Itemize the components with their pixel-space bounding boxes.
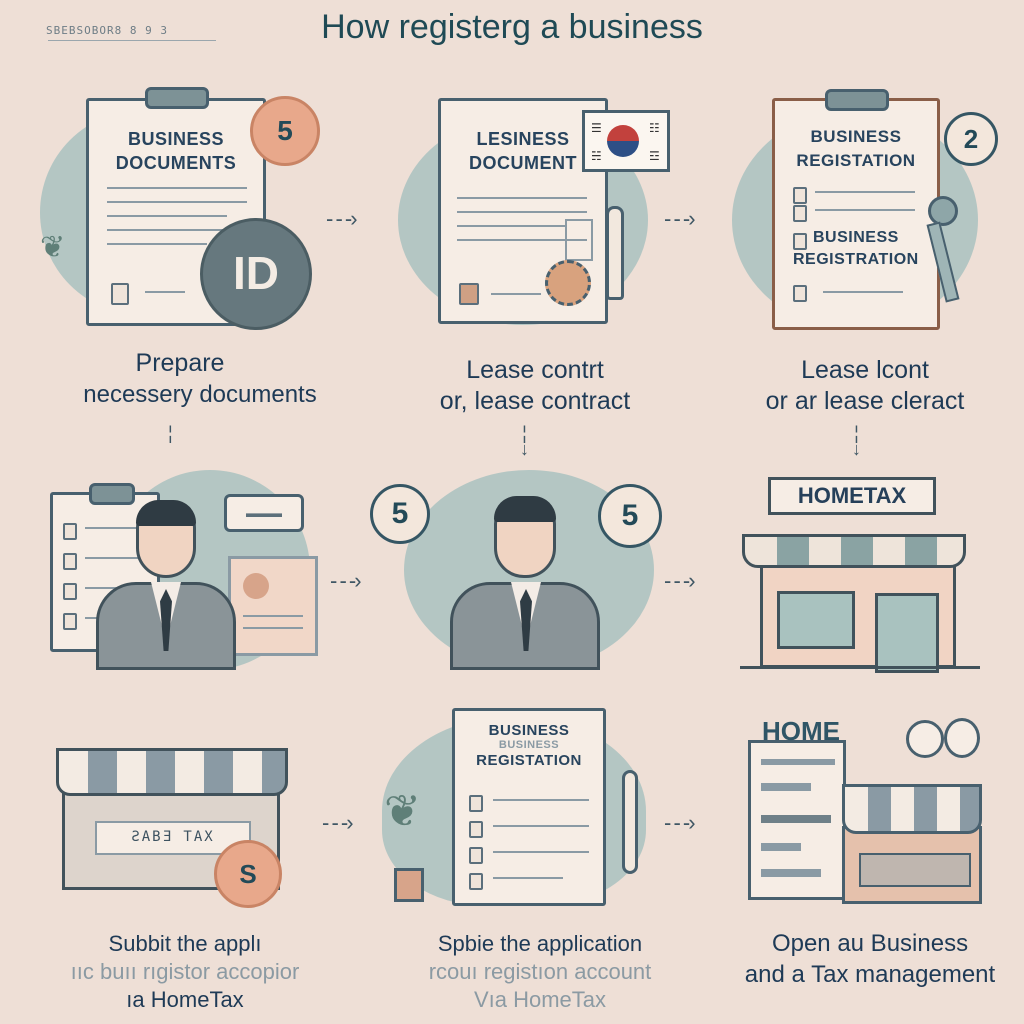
home-sign: HOME bbox=[762, 716, 840, 746]
doc-title-line-2: BUSINESS bbox=[498, 739, 560, 751]
person-icon bbox=[96, 582, 236, 670]
speech-bubble-icon: ▬▬▬ bbox=[224, 494, 304, 532]
awning bbox=[742, 534, 966, 568]
person-head bbox=[494, 496, 556, 578]
page-title: How registerg a business bbox=[321, 8, 703, 46]
sub-title-line-1: BUSINESS bbox=[813, 229, 899, 246]
store-sign: ƧABƎ TAX bbox=[95, 821, 251, 855]
business-documents-clipboard: BUSINESS DOCUMENTS bbox=[86, 87, 266, 326]
awning bbox=[842, 784, 982, 834]
person-head bbox=[136, 500, 196, 578]
coin-icon: S bbox=[214, 840, 282, 908]
step-3-caption: Lease lcont or ar lease cleract bbox=[765, 356, 965, 415]
step-7-caption: Subbit the applı ııc buıı rıgistor accop… bbox=[70, 931, 300, 1012]
step-8-caption: Spbie the application rcouı registıon ac… bbox=[428, 931, 652, 1012]
step-number-badge: 5 bbox=[370, 484, 430, 544]
storefront-icon bbox=[842, 826, 982, 904]
arrow-icon: - - -› bbox=[664, 810, 696, 835]
step-1-caption: Prepare necessery documents bbox=[83, 349, 317, 408]
arrow-icon: - - -› bbox=[664, 568, 696, 593]
clip-icon bbox=[145, 87, 209, 109]
hometax-sign: HOMETAX bbox=[768, 477, 936, 515]
step-number-badge: 5 bbox=[598, 484, 662, 548]
doc-title-line-3: REGISTATION bbox=[476, 752, 582, 769]
arrow-icon: - - -› bbox=[664, 206, 696, 231]
arrow-icon: - - -› bbox=[322, 810, 354, 835]
doc-title-line-2: DOCUMENT bbox=[469, 153, 577, 173]
brand-text: SBEBSOBOR8 8 9 3 bbox=[46, 24, 168, 37]
business-registration-document: BUSINESS BUSINESS REGISTATION bbox=[452, 708, 606, 906]
screen-icon bbox=[748, 740, 846, 900]
down-arrow-icon: ¦↓ bbox=[520, 423, 529, 459]
leaf-icon: ❦ bbox=[40, 231, 66, 264]
speech-bubble-icon bbox=[944, 718, 980, 758]
doc-title-line-1: BUSINESS bbox=[127, 129, 225, 149]
pen-icon bbox=[606, 206, 624, 300]
form-icon bbox=[228, 556, 318, 656]
storefront-icon bbox=[760, 560, 956, 673]
doc-title-line-2: DOCUMENTS bbox=[115, 153, 237, 173]
down-arrow-icon: ¦ bbox=[168, 423, 173, 443]
stamp-icon bbox=[928, 196, 958, 226]
ground-line bbox=[740, 666, 980, 669]
business-registration-clipboard: BUSINESS REGISTATION BUSINESS REGISTRATI… bbox=[772, 89, 940, 330]
clip-icon bbox=[89, 483, 135, 505]
awning bbox=[56, 748, 288, 796]
doc-title-line-1: BUSINESS bbox=[488, 722, 570, 739]
id-card-icon: ID bbox=[200, 218, 312, 330]
doc-title-line-1: LESINESS bbox=[476, 129, 570, 149]
arrow-icon: - - -› bbox=[326, 206, 358, 231]
coin-badge: 5 bbox=[250, 96, 320, 166]
seal-icon bbox=[545, 260, 591, 306]
speech-bubble-icon bbox=[906, 720, 944, 758]
plant-pot bbox=[394, 868, 424, 902]
brand-underline bbox=[48, 40, 216, 41]
step-2-caption: Lease contrt or, lease contract bbox=[439, 356, 631, 415]
step-number-badge: 2 bbox=[944, 112, 998, 166]
pen-icon bbox=[622, 770, 638, 874]
down-arrow-icon: ¦↓ bbox=[852, 423, 861, 459]
arrow-icon: - - -› bbox=[330, 568, 362, 593]
step-9-caption: Open au Business and a Tax management bbox=[744, 930, 996, 988]
person-icon bbox=[450, 582, 600, 670]
doc-title-line-2: REGISTATION bbox=[796, 151, 916, 170]
plant-icon: ❦ bbox=[384, 787, 421, 836]
sub-title-line-2: REGISTRATION bbox=[793, 251, 919, 268]
clip-icon bbox=[825, 89, 889, 111]
doc-title-line-1: BUSINESS bbox=[810, 127, 902, 146]
korean-flag-icon: ☰ ☷ ☵ ☲ bbox=[582, 110, 670, 172]
